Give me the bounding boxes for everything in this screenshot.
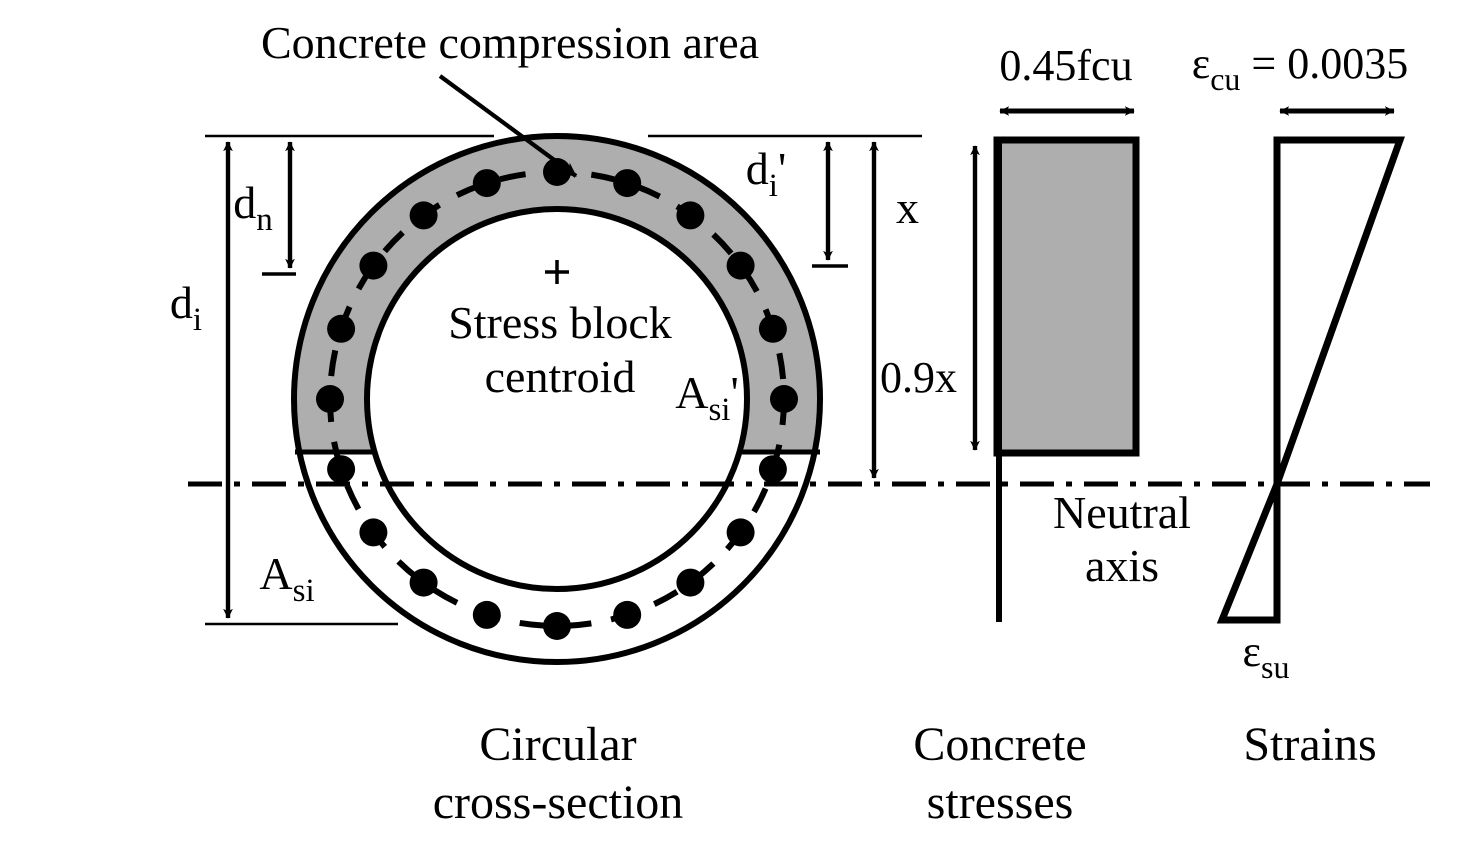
label-asi: Asi: [259, 548, 314, 609]
rebar-dot: [316, 385, 344, 413]
label-di: di: [170, 277, 202, 338]
rebar-dot: [726, 518, 755, 547]
rebar-dot: [758, 314, 787, 343]
rebar-dot: [472, 600, 501, 629]
rebar-dot: [359, 251, 388, 280]
neutral-axis-label-line1: Neutral: [1053, 487, 1191, 538]
rebar-dot: [327, 455, 356, 484]
label-09x: 0.9x: [880, 353, 957, 402]
neutral-axis-label-line2: axis: [1085, 540, 1159, 591]
strain-tension-triangle: [1216, 482, 1281, 624]
label-di-prime: di': [746, 143, 786, 204]
rebar-dot: [770, 385, 798, 413]
stress-block-centroid-marker: [545, 260, 569, 284]
rebar-dot: [359, 518, 388, 547]
outer-circle: [291, 133, 823, 665]
rebar-dot: [472, 169, 501, 198]
reinforcement-bars: [316, 158, 798, 640]
concrete-stress-block: [993, 136, 1140, 457]
rebar-dot: [676, 201, 705, 230]
strain-compression-triangle: [1273, 136, 1405, 486]
label-dn: dn: [233, 177, 273, 238]
rebar-dot: [758, 455, 787, 484]
caption-concrete-stresses-line2: stresses: [927, 776, 1074, 829]
concrete-compression-area-leader: [438, 74, 578, 178]
label-045fcu: 0.45fcu: [999, 41, 1132, 90]
caption-strains: Strains: [1243, 718, 1376, 771]
rebar-dot: [409, 568, 438, 597]
label-asi-prime: Asi': [675, 367, 739, 428]
caption-circular-cross-section-line2: cross-section: [433, 776, 684, 829]
rebar-dot: [613, 600, 642, 629]
concrete-compression-area-label: Concrete compression area: [261, 17, 759, 68]
stress-block-centroid-label-line2: centroid: [485, 351, 636, 402]
rebar-dot: [676, 568, 705, 597]
rebar-dot: [726, 251, 755, 280]
label-x: x: [896, 182, 919, 233]
caption-concrete-stresses-line1: Concrete: [913, 718, 1086, 771]
label-epsilon-cu: εcu = 0.0035: [1192, 39, 1409, 97]
label-epsilon-su: εsu: [1243, 627, 1290, 685]
stress-block-centroid-label-line1: Stress block: [448, 297, 672, 348]
inner-circle: [364, 206, 750, 592]
rebar-dot: [543, 612, 571, 640]
rebar-dot: [613, 169, 642, 198]
rebar-dot: [327, 314, 356, 343]
caption-circular-cross-section-line1: Circular: [479, 718, 636, 771]
rebar-dot: [409, 201, 438, 230]
